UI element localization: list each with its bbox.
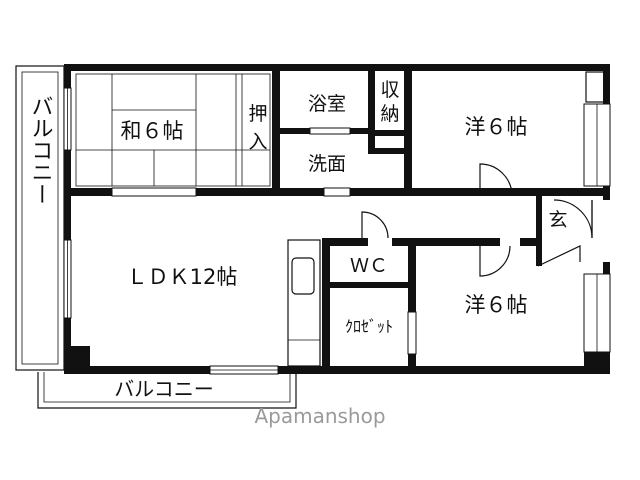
room-label-youshitsu-bottom: 洋６帖: [465, 293, 528, 317]
left-windows: [63, 87, 72, 319]
room-label-senmen: 洗面: [308, 153, 346, 175]
fusuma: [111, 187, 197, 197]
room-label-genkan: 玄: [548, 209, 567, 231]
room-label-shuno-char2: 納: [380, 103, 399, 125]
room-label-youshitsu-top: 洋６帖: [465, 115, 528, 139]
right-windows: [583, 71, 611, 353]
watermark: Apamanshop: [254, 404, 385, 428]
room-label-closet: ｸﾛｾﾞｯﾄ: [345, 317, 393, 336]
balcony-bottom-label: バルコニー: [114, 377, 214, 401]
room-label-oshiire-char2: 入: [248, 131, 267, 153]
room-label-oshiire: 押 入: [248, 103, 267, 153]
bottom-balcony: [37, 372, 297, 409]
tatami-layout: [75, 73, 271, 187]
room-label-yokushitsu: 浴室: [308, 93, 346, 115]
bath-door: [309, 127, 351, 135]
room-label-wc: ＷＣ: [350, 255, 388, 277]
balcony-side-label: バルコニー: [28, 95, 53, 205]
room-label-washitsu: 和６帖: [121, 119, 184, 143]
bottom-window: [209, 365, 279, 375]
oshiire-doors: [235, 74, 243, 186]
closet-door: [407, 311, 417, 355]
kitchen-counter: [287, 239, 321, 367]
room-label-ldk: ＬＤＫ12帖: [127, 265, 238, 289]
washroom-door: [323, 187, 351, 197]
room-label-shuno: 収 納: [380, 79, 399, 125]
room-label-shuno-char1: 収: [380, 79, 399, 101]
room-label-oshiire-char1: 押: [248, 103, 267, 125]
door-swings: [361, 163, 593, 277]
